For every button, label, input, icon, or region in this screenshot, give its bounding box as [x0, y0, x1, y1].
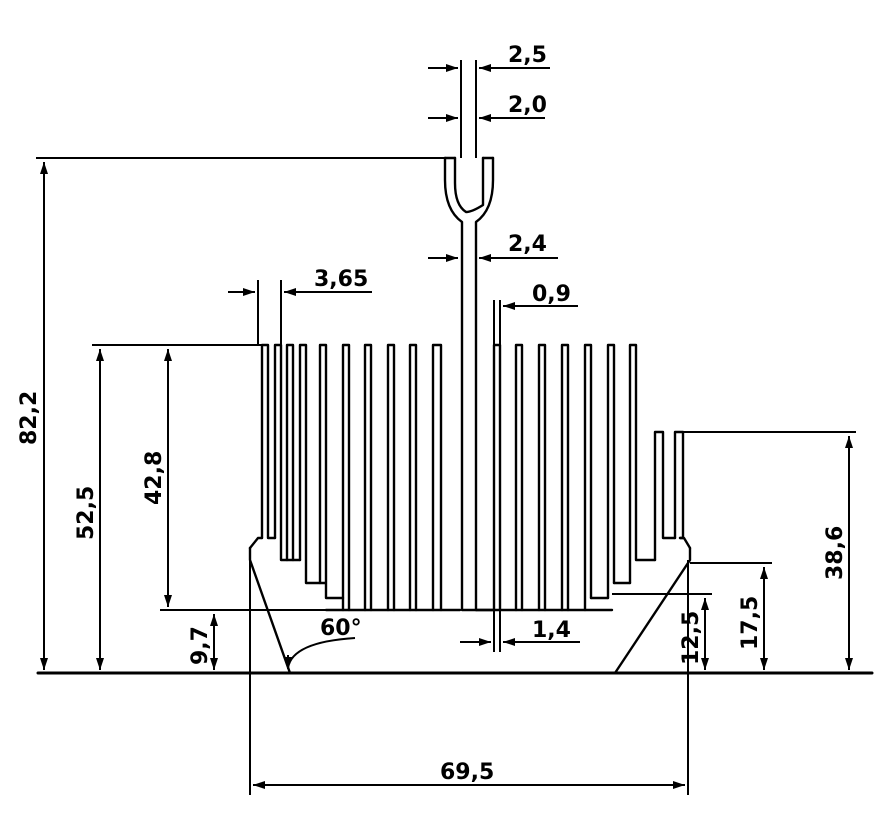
dim-left-inner-fin-height: 42,8: [142, 451, 167, 505]
dim-fin-tip-gap: 0,9: [532, 282, 571, 307]
dim-right-base-height: 12,5: [679, 611, 704, 665]
right-chamfer: [613, 546, 692, 675]
dim-overall-width: 69,5: [440, 760, 494, 785]
right-base-corner: [678, 536, 692, 550]
dim-left-fin-height: 52,5: [74, 486, 99, 540]
center-stem: [443, 60, 495, 612]
left-fins: [260, 343, 462, 612]
dim-chamfer-angle: 60°: [320, 616, 362, 641]
dim-top-width-inner: 2,0: [508, 93, 547, 118]
left-base-corner: [248, 536, 264, 550]
dim-right-step-height: 17,5: [738, 596, 763, 650]
dim-stem-width: 2,4: [508, 232, 547, 257]
dim-fin-root-gap: 1,4: [532, 618, 571, 643]
dimensions: 2,5 2,0 2,4 0,9 3,65 82,2 52,5: [17, 43, 856, 795]
dim-base-thickness: 9,7: [188, 626, 213, 665]
right-fins: [474, 343, 685, 612]
dim-top-width-outer: 2,5: [508, 43, 547, 68]
heatsink-outline: [36, 60, 874, 675]
dim-overall-height: 82,2: [17, 391, 42, 445]
dim-left-fin-width: 3,65: [314, 267, 368, 292]
dim-right-fin-height: 38,6: [823, 526, 848, 580]
